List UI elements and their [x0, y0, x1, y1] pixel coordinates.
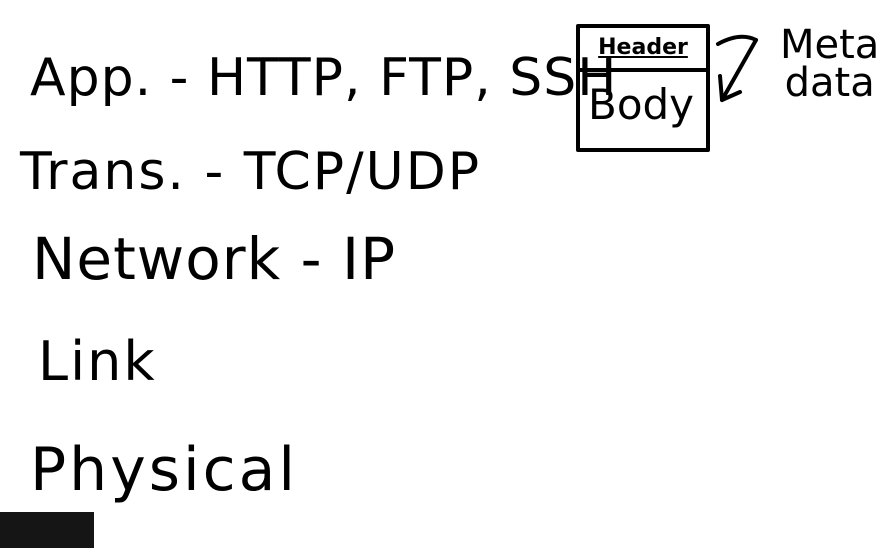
packet-diagram: Header Body — [576, 24, 710, 152]
packet-body: Body — [588, 80, 695, 129]
layer-application: App. - HTTP, FTP, SSH — [30, 48, 618, 108]
metadata-line-1: Meta — [780, 22, 880, 68]
layer-transport: Trans. - TCP/UDP — [20, 142, 482, 202]
metadata-annotation: Meta data — [780, 22, 880, 106]
arrow-pointing-to-header-icon — [716, 34, 758, 102]
corner-block — [0, 512, 94, 548]
layer-physical: Physical — [30, 435, 299, 505]
packet-header: Header — [580, 28, 706, 72]
layer-link: Link — [38, 330, 157, 393]
metadata-line-2: data — [784, 60, 875, 106]
layer-network: Network - IP — [32, 225, 397, 293]
